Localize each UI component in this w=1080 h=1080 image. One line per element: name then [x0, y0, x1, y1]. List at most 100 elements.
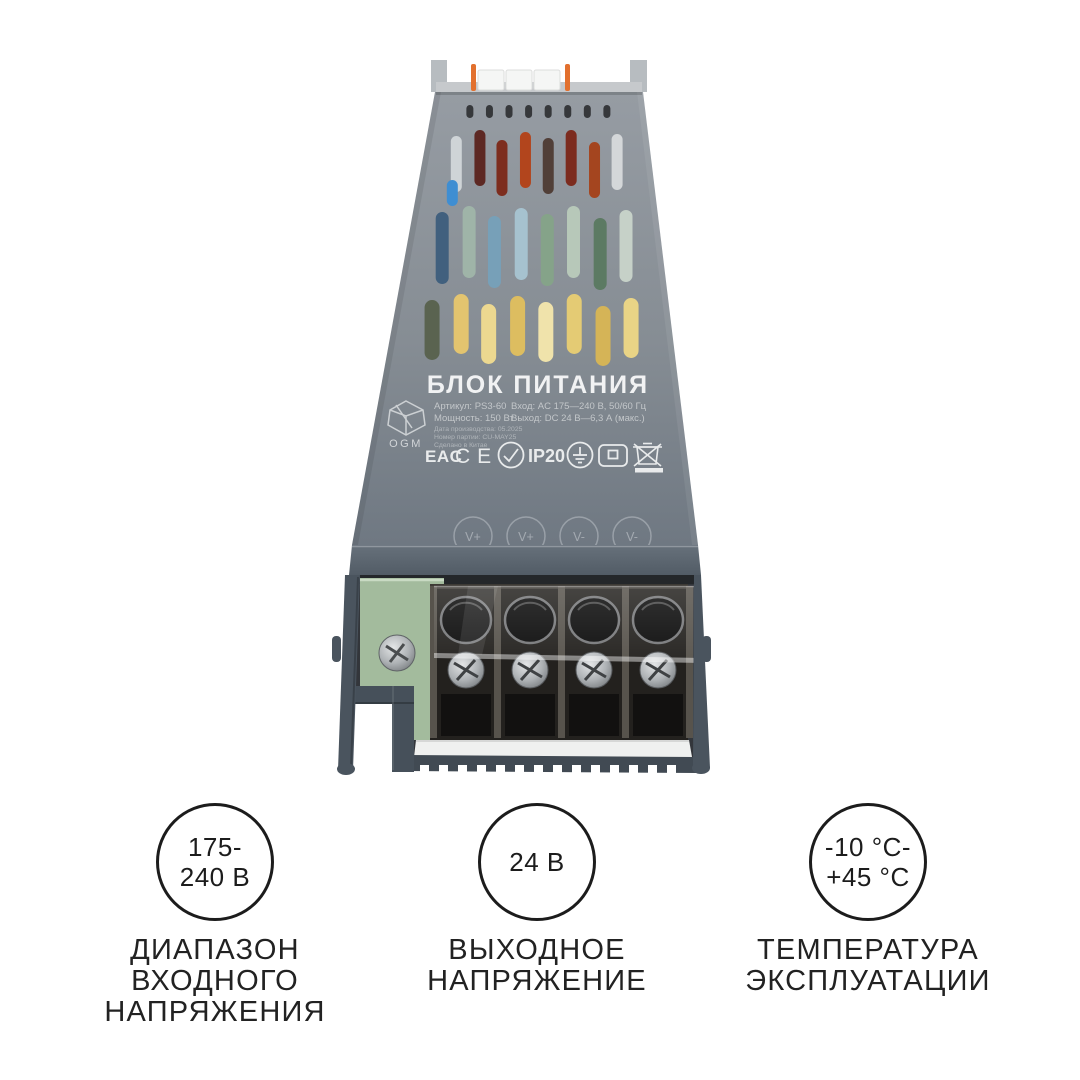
wire-opening [441, 694, 491, 736]
psu-top-cap [431, 60, 647, 92]
vent-slot [466, 105, 474, 118]
tooth-gap [496, 765, 505, 773]
badge-input-voltage: 175- 240 В ДИАПАЗОН ВХОДНОГО НАПРЯЖЕНИЯ [45, 803, 385, 1028]
vent-slot [450, 136, 462, 192]
orange-pin [471, 64, 476, 91]
vent-slot [583, 105, 591, 118]
side-wall-left [332, 575, 360, 775]
terminal-divider [558, 586, 565, 738]
terminal-screw [575, 651, 613, 689]
mount-tab-right [702, 636, 711, 662]
tooth-gap [610, 765, 619, 773]
tooth-gap [572, 765, 581, 773]
terminal-divider [430, 586, 437, 738]
terminal-divider [622, 586, 629, 738]
wire-connector [477, 69, 505, 91]
terminal-screw [447, 651, 485, 689]
tooth-gap [458, 765, 467, 773]
vent-slot [564, 105, 572, 118]
badge-value: 24 В [509, 847, 565, 877]
vent-slot [538, 302, 554, 362]
vent-slot [435, 212, 449, 284]
tooth-gap [591, 765, 600, 773]
badge-operating-temperature: -10 °C- +45 °C ТЕМПЕРАТУРА ЭКСПЛУАТАЦИИ [698, 803, 1038, 997]
vent-slot [566, 294, 582, 354]
psu-title: БЛОК ПИТАНИЯ [427, 371, 649, 399]
badge-label: ТЕМПЕРАТУРА ЭКСПЛУАТАЦИИ [745, 934, 991, 997]
vent-slot [595, 306, 611, 366]
side-wall-right [692, 575, 711, 774]
eac-mark: EAC [425, 447, 462, 466]
vent-slot [474, 130, 486, 186]
vent-slot [623, 298, 639, 358]
pcb-screw [378, 634, 416, 672]
face-left-shade [352, 92, 441, 545]
orange-pin [565, 64, 570, 91]
psu-spec-article: Артикул: PS3-60 [434, 401, 506, 412]
vent-slot [487, 216, 501, 288]
weee-no-trash-icon [633, 442, 663, 473]
brand-name: OGM [389, 438, 423, 450]
cavity-shadow [358, 575, 697, 584]
psu-meta-batch: Номер партии: CU-MAY25 [434, 434, 516, 441]
terminal-cover [434, 585, 702, 663]
certified-check-icon [497, 441, 525, 469]
vent-slot [481, 304, 497, 364]
vent-slot-capacitor [446, 180, 458, 206]
lower-housing [332, 575, 711, 775]
vent-slot [485, 105, 493, 118]
badge-label: ДИАПАЗОН ВХОДНОГО НАПРЯЖЕНИЯ [104, 934, 326, 1028]
terminal-screw [639, 651, 677, 689]
terminal-screw [511, 651, 549, 689]
ip20-rating: IP20 [528, 446, 565, 466]
tooth-gap [667, 765, 676, 773]
terminal-label: V- [626, 530, 638, 544]
class-ii-insulation-icon [598, 444, 628, 467]
vent-slot [462, 206, 476, 278]
badge-output-voltage: 24 В ВЫХОДНОЕ НАПРЯЖЕНИЕ [367, 803, 707, 997]
psu-spec-output: Выход: DC 24 В—6,3 А (макс.) [511, 413, 645, 424]
psu-spec-input: Вход: AC 175—240 В, 50/60 Гц [511, 401, 647, 412]
face-top-line [436, 92, 642, 95]
base-strip [414, 740, 692, 757]
tooth-gap [534, 765, 543, 773]
badge-label: ВЫХОДНОЕ НАПРЯЖЕНИЕ [427, 934, 647, 997]
vent-slot [519, 132, 531, 188]
toothed-edge [407, 755, 697, 773]
tooth-gap [439, 765, 448, 773]
terminal-label: V+ [465, 530, 481, 544]
earth-ground-icon [566, 441, 594, 469]
tooth-gap [629, 765, 638, 773]
vent-slot [544, 105, 552, 118]
vent-slot [453, 294, 469, 354]
vent-slot [603, 105, 611, 118]
terminal-label: V- [573, 530, 585, 544]
face-right-light [637, 92, 698, 545]
badge-circle: 175- 240 В [156, 803, 274, 921]
psu-meta-origin: Сделано в Китае [434, 442, 488, 449]
vent-slot [611, 134, 623, 190]
vent-slot [619, 210, 633, 282]
badge-circle: 24 В [478, 803, 596, 921]
psu-spec-power: Мощность: 150 Вт [434, 413, 514, 424]
vent-slot [589, 142, 601, 198]
psu-meta-date: Дата производства: 05.2025 [434, 426, 523, 433]
wire-opening [633, 694, 683, 736]
vent-slot [567, 206, 581, 278]
ogm-gem-icon [387, 400, 426, 436]
ce-mark: CE [455, 445, 498, 468]
bottom-bracket [350, 686, 414, 772]
terminal-label: V+ [518, 530, 534, 544]
vent-slot [542, 138, 554, 194]
tooth-gap [648, 765, 657, 773]
mount-tab-left [332, 636, 341, 662]
wire-connector [533, 69, 561, 91]
brand-logo: OGM [387, 400, 426, 450]
vent-slot [424, 300, 440, 360]
badge-circle: -10 °C- +45 °C [809, 803, 927, 921]
tooth-gap [420, 765, 429, 773]
tooth-gap [515, 765, 524, 773]
badge-value: 175- 240 В [179, 832, 251, 892]
ventilation-slots [424, 105, 639, 366]
